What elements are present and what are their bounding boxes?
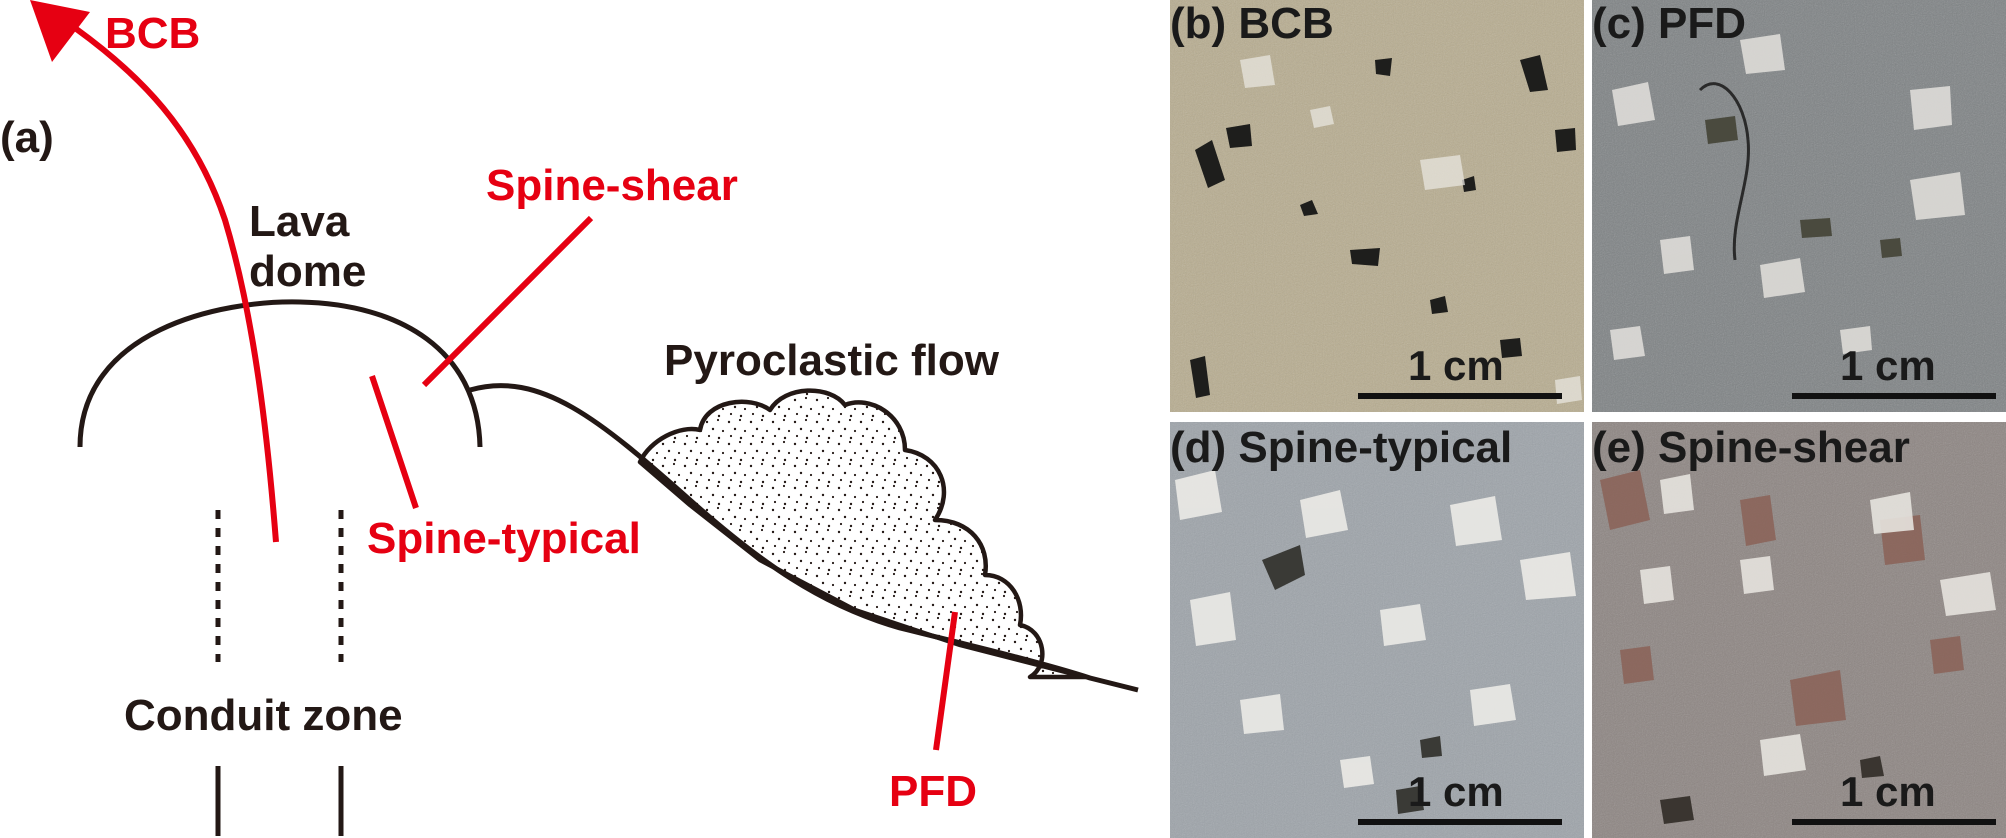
spine-shear-leader-line [421, 215, 594, 388]
photo-panel-spine-typical: 1 cm (d) Spine-typical [1170, 422, 1584, 838]
spine-typical-leader-line [369, 375, 419, 509]
photo-label-d: (d) Spine-typical [1170, 423, 1512, 472]
spine-shear-crystals [1640, 474, 1996, 776]
pfd-plagioclase-crystals [1610, 34, 1965, 360]
photo-label-c: (c) PFD [1592, 0, 1746, 48]
photo-panel-pfd: 1 cm (c) PFD [1592, 0, 2006, 412]
photo-label-e: (e) Spine-shear [1592, 423, 1910, 472]
lava-dome-label-line1: Lava [249, 197, 350, 246]
photo-panel-spine-shear: 1 cm (e) Spine-shear [1592, 422, 2006, 838]
spine-typical-label: Spine-typical [367, 514, 641, 563]
bcb-arrowhead-icon [30, 0, 90, 62]
pfd-leader-line [933, 611, 958, 751]
bcb-trajectory-arrow [73, 25, 279, 543]
spine-typical-scale-label: 1 cm [1408, 768, 1504, 815]
photo-label-b: (b) BCB [1170, 0, 1334, 48]
pfd-scale-label: 1 cm [1840, 342, 1936, 389]
spine-shear-label: Spine-shear [486, 161, 738, 210]
pyroclastic-flow-deposit [637, 388, 1088, 680]
spine-typical-crystals [1175, 470, 1576, 788]
ground-slope-line [469, 383, 1139, 693]
pyroclastic-flow-label: Pyroclastic flow [664, 336, 1000, 385]
lava-dome-outline [77, 299, 483, 448]
conduit-zone-label: Conduit zone [124, 691, 403, 740]
lava-dome-label-line2: dome [249, 247, 366, 296]
spine-shear-scale-label: 1 cm [1840, 768, 1936, 815]
pfd-label: PFD [889, 767, 977, 816]
spine-shear-oxidized-patches [1600, 470, 1964, 726]
bcb-label: BCB [105, 9, 200, 58]
bcb-crystal-clasts [1190, 55, 1576, 398]
panel-label-a: (a) [0, 113, 54, 162]
schematic-panel: (a) BCB Lava dome Spine-shear Pyroclasti… [0, 0, 1139, 836]
photo-panel-bcb: 1 cm (b) BCB [1170, 0, 1584, 412]
bcb-scale-label: 1 cm [1408, 342, 1504, 389]
